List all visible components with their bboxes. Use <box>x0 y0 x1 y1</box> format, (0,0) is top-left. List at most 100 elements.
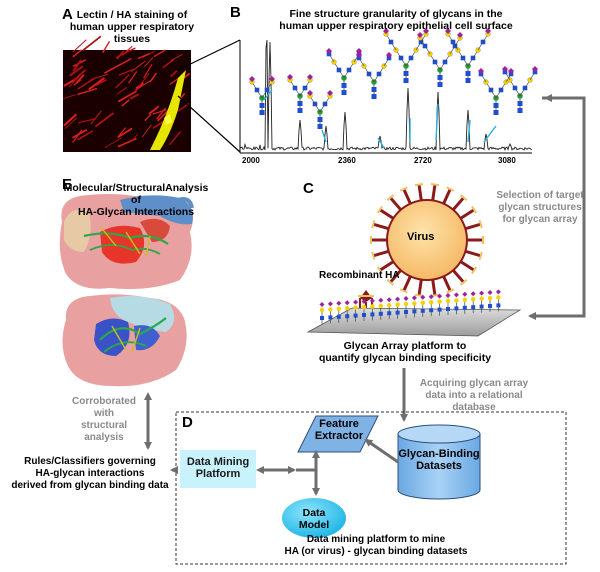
tissue-fiber <box>69 65 84 77</box>
virus-spike <box>379 208 395 220</box>
tissue-fiber <box>64 117 78 129</box>
array-glycan-circle <box>387 303 392 308</box>
array-glycan-diamond <box>386 297 392 303</box>
virus-particle <box>370 183 484 297</box>
sialic-acid-diamond <box>326 48 332 54</box>
tissue-fiber <box>104 137 123 149</box>
sialic-acid-diamond <box>502 66 508 72</box>
tissue-fiber <box>115 74 130 89</box>
array-glycan-circle <box>412 301 417 306</box>
tissue-fiber <box>144 113 152 122</box>
tissue-fiber <box>72 59 83 72</box>
virus-spike-tip <box>399 186 408 192</box>
sialic-acid-diamond <box>356 48 362 54</box>
x-tick-label: 2000 <box>242 156 260 165</box>
feature-extractor-line: Feature <box>319 418 359 430</box>
array-glycan-square <box>412 309 417 314</box>
sialic-acid-diamond <box>383 28 389 34</box>
selection-note-line: for glycan array <box>502 214 578 225</box>
virus-spike-tip <box>430 183 440 187</box>
selection-note: Selection of target glycan structures fo… <box>488 190 592 226</box>
array-glycan-diamond <box>453 292 459 298</box>
array-glycan-diamond <box>327 301 333 307</box>
tissue-fiber <box>143 57 154 68</box>
panel-c-caption-line: quantify glycan binding specificity <box>318 352 492 364</box>
virus-spike <box>417 279 423 296</box>
tissue-fiber <box>149 72 157 83</box>
virus-label: Virus <box>407 231 435 243</box>
tissue-fiber <box>82 35 102 51</box>
array-glycan-square <box>471 305 476 310</box>
array-glycan-diamond <box>470 291 476 297</box>
peak-pointer <box>321 129 327 143</box>
tissue-fiber <box>116 87 128 95</box>
sialic-acid-diamond <box>485 28 491 34</box>
glcnac-square <box>317 124 323 129</box>
data-mining-label: Data Mining Platform <box>180 456 256 480</box>
virus-spike <box>459 208 475 220</box>
sialic-acid-diamond <box>423 28 429 34</box>
virus-spike <box>402 188 412 205</box>
virus-spike-tip <box>471 205 478 214</box>
tissue-fiber <box>77 87 98 96</box>
array-glycan-square <box>328 315 333 320</box>
virus-spike <box>464 222 482 231</box>
panel-b-title-line: Fine structure granularity of glycans in… <box>289 8 503 20</box>
virus-spike-tip <box>446 186 455 192</box>
array-glycan-circle <box>361 304 367 310</box>
panel-d-caption-line: HA (or virus) - glycan binding datasets <box>284 546 468 557</box>
panel-e-title-line: Molecular/StructuralAnalysis of <box>63 182 209 206</box>
tissue-fiber <box>94 112 115 128</box>
x-tick-label: 2720 <box>414 156 432 165</box>
array-glycan-circle <box>319 307 325 313</box>
array-glycan-square <box>446 307 450 311</box>
tissue-fiber <box>148 105 160 115</box>
tissue-fiber <box>72 49 83 58</box>
virus-spike <box>452 269 465 284</box>
array-glycan-square <box>454 306 459 311</box>
glycan-binding-line: Datasets <box>416 460 462 472</box>
array-glycan-diamond <box>336 300 342 306</box>
array-glycan-square <box>496 303 501 308</box>
virus-spike <box>372 249 390 258</box>
sialic-acid-diamond <box>327 90 333 96</box>
virus-spike-tip <box>459 278 468 286</box>
peak-pointer <box>377 137 385 149</box>
tissue-fiber <box>77 76 96 90</box>
tissue-fiber <box>135 79 153 91</box>
selection-note-line: glycan structures <box>498 202 582 213</box>
tissue-fiber <box>102 40 111 54</box>
array-glycan-square <box>437 307 442 312</box>
virus-spike-tip <box>399 288 408 294</box>
array-glycan-square <box>320 316 324 320</box>
virus-spike <box>464 249 482 258</box>
data-model-label: Data Model <box>284 507 344 531</box>
array-glycan-square <box>378 311 383 316</box>
sialic-acid-diamond <box>356 52 362 58</box>
mass-spectrum <box>239 28 538 154</box>
tissue-fiber <box>72 69 87 82</box>
glcnac-square <box>437 82 443 87</box>
array-glycan-circle <box>345 306 350 311</box>
tissue-fiber <box>72 129 83 143</box>
acquiring-note-line: Acquiring glycan array <box>419 378 529 389</box>
array-glycan-diamond <box>495 289 501 295</box>
glycan-binding-datasets-cylinder <box>397 424 481 500</box>
rules-classifiers-text: Rules/Classifiers governing HA-glycan in… <box>4 456 176 492</box>
selection-note-line: Selection of target <box>496 190 584 201</box>
x-tick-label: 2360 <box>338 156 356 165</box>
array-glycan-diamond <box>353 299 359 305</box>
tissue-fiber <box>153 49 166 58</box>
tissue-fiber <box>169 77 180 85</box>
datasets-to-extractor-arrow <box>364 438 399 464</box>
virus-spike-tip <box>386 278 395 286</box>
tissue-fiber <box>128 70 138 84</box>
peak-pointer <box>263 89 273 101</box>
array-glycan-diamond <box>403 296 409 301</box>
array-glycan-square <box>345 314 350 319</box>
virus-spike-tip <box>386 194 395 202</box>
array-glycan-circle <box>395 302 400 307</box>
virus-spike-tip <box>446 288 455 294</box>
panel-a-title-line: Lectin / HA staining of <box>76 9 188 21</box>
